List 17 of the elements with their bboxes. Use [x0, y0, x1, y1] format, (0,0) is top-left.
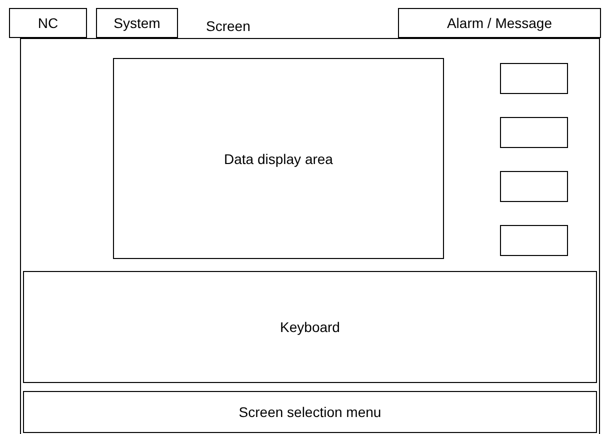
box-label: Screen selection menu	[238, 404, 382, 420]
label-box	[9, 8, 87, 38]
screen-heading: Screen	[206, 18, 250, 34]
display-area	[113, 58, 444, 259]
box-label: NC	[38, 15, 58, 31]
box-label: System	[114, 15, 160, 31]
menu-bar	[23, 391, 597, 433]
box-label: Keyboard	[280, 319, 340, 335]
box-label: Data display area	[224, 150, 333, 166]
box-label: Alarm / Message	[446, 15, 552, 31]
keyboard-area	[23, 271, 597, 383]
softkey-box	[500, 171, 568, 202]
softkey-box	[500, 63, 568, 94]
label-box	[398, 8, 601, 38]
label-box	[96, 8, 178, 38]
softkey-box	[500, 225, 568, 256]
softkey-box	[500, 117, 568, 148]
